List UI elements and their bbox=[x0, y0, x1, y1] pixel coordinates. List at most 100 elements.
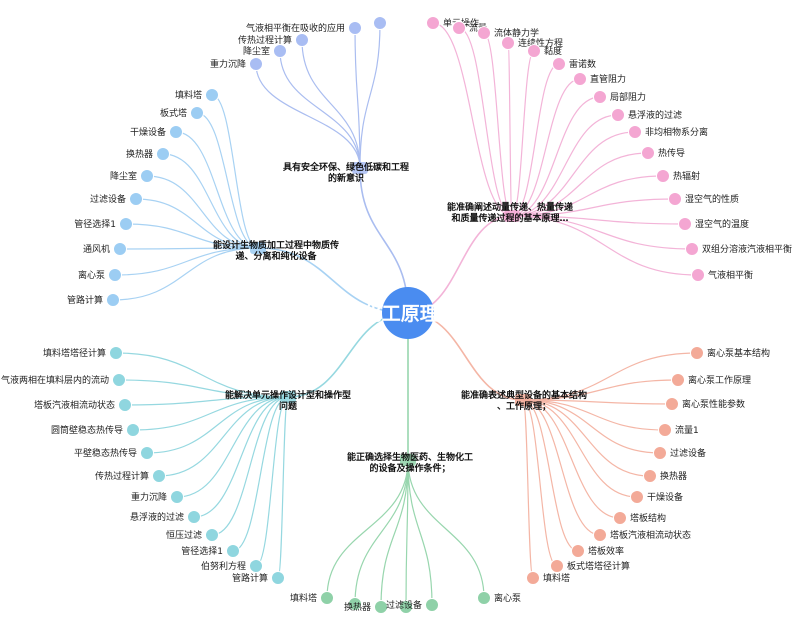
leaf-node[interactable]: 填料塔 bbox=[175, 88, 219, 102]
leaf-connector bbox=[115, 352, 289, 398]
leaf-node-dot bbox=[477, 26, 491, 40]
leaf-node[interactable] bbox=[399, 600, 413, 614]
leaf-node-label: 湿空气的温度 bbox=[695, 218, 749, 230]
leaf-node[interactable]: 平壁稳态热传导 bbox=[74, 446, 154, 460]
leaf-node[interactable]: 降尘室 bbox=[243, 44, 287, 58]
branch-node[interactable]: 能准确表述典型设备的基本结构、工作原理； bbox=[461, 389, 587, 412]
leaf-node[interactable]: 重力沉降 bbox=[131, 490, 184, 504]
leaf-node[interactable]: 气液两相在填料层内的流动 bbox=[1, 373, 126, 387]
leaf-node[interactable]: 气液相平衡在吸收的应用 bbox=[246, 21, 362, 35]
leaf-node-label: 填料塔 bbox=[290, 592, 317, 604]
leaf-node[interactable]: 换热器 bbox=[643, 469, 688, 483]
leaf-node[interactable]: 填料塔 bbox=[290, 591, 334, 605]
leaf-node[interactable]: 传热过程计算 bbox=[95, 469, 166, 483]
leaf-connector bbox=[118, 379, 289, 398]
leaf-node[interactable]: 填料塔塔径计算 bbox=[43, 346, 123, 360]
leaf-node-label: 干燥设备 bbox=[647, 491, 683, 503]
leaf-node[interactable]: 伯努利方程 bbox=[201, 559, 263, 573]
leaf-node[interactable]: 传热过程计算 bbox=[238, 33, 309, 47]
leaf-connector bbox=[146, 396, 289, 454]
leaf-connector bbox=[511, 63, 560, 217]
leaf-node-dot bbox=[656, 169, 670, 183]
leaf-node-dot bbox=[152, 469, 166, 483]
leaf-node[interactable]: 管路计算 bbox=[67, 293, 120, 307]
leaf-node[interactable]: 局部阻力 bbox=[593, 90, 647, 104]
leaf-node[interactable]: 过滤设备 bbox=[653, 446, 707, 460]
leaf-node[interactable]: 黏度 bbox=[527, 44, 563, 58]
leaf-node-label: 离心泵 bbox=[78, 269, 105, 281]
leaf-node[interactable]: 降尘室 bbox=[110, 169, 154, 183]
leaf-node[interactable]: 板式塔塔径计算 bbox=[550, 559, 631, 573]
leaf-connector bbox=[511, 215, 686, 225]
leaf-node[interactable]: 离心泵基本结构 bbox=[690, 346, 771, 360]
leaf-node[interactable]: 双组分溶液汽液相平衡 bbox=[685, 242, 793, 256]
leaf-node[interactable]: 干燥设备 bbox=[630, 490, 684, 504]
leaf-node[interactable]: 流体静力学 bbox=[477, 26, 540, 40]
mind-map-nodes: 重力沉降降尘室传热过程计算气液相平衡在吸收的应用具有安全环保、绿色低碳和工程的新… bbox=[1, 16, 793, 614]
leaf-node[interactable]: 圆筒壁稳态热传导 bbox=[51, 423, 140, 437]
leaf-node[interactable]: 板式塔 bbox=[160, 106, 204, 120]
branch-node[interactable]: 能准确阐述动量传递、热量传递和质量传递过程的基本原理… bbox=[447, 201, 573, 224]
leaf-connector bbox=[211, 94, 259, 249]
leaf-connector bbox=[407, 459, 433, 606]
root-node[interactable]: 化工原理B bbox=[363, 287, 453, 339]
leaf-node[interactable]: 塔板结构 bbox=[613, 511, 667, 525]
leaf-node[interactable]: 湿空气的温度 bbox=[678, 217, 750, 231]
leaf-node[interactable]: 干燥设备 bbox=[130, 125, 183, 139]
leaf-connector bbox=[158, 396, 289, 477]
leaf-node[interactable]: 塔板汽液相流动状态 bbox=[34, 398, 132, 412]
leaf-node-label: 换热器 bbox=[344, 601, 371, 613]
leaf-node[interactable]: 悬浮液的过滤 bbox=[130, 510, 201, 524]
leaf-node[interactable]: 换热器 bbox=[344, 600, 388, 614]
leaf-node[interactable] bbox=[348, 597, 362, 611]
leaf-node[interactable]: 直管阻力 bbox=[573, 72, 627, 86]
leaf-node[interactable]: 气液相平衡 bbox=[691, 268, 754, 282]
leaf-node[interactable]: 流量1 bbox=[658, 423, 699, 437]
leaf-node[interactable]: 热辐射 bbox=[656, 169, 701, 183]
leaf-node[interactable]: 过滤设备 bbox=[386, 598, 439, 612]
leaf-connector bbox=[511, 152, 649, 217]
leaf-node[interactable]: 管径选择1 bbox=[74, 217, 133, 231]
leaf-node[interactable]: 雷诺数 bbox=[552, 57, 597, 71]
leaf-connector bbox=[380, 459, 409, 608]
leaf-node[interactable]: 重力沉降 bbox=[210, 57, 263, 71]
leaf-node[interactable]: 恒压过滤 bbox=[166, 528, 219, 542]
leaf-node[interactable]: 管径选择1 bbox=[181, 544, 240, 558]
leaf-node-dot bbox=[477, 591, 491, 605]
leaf-node[interactable]: 热传导 bbox=[641, 146, 686, 160]
leaf-node-label: 管路计算 bbox=[67, 294, 103, 306]
leaf-connector bbox=[301, 39, 361, 169]
leaf-node-label: 塔板汽液相流动状态 bbox=[610, 529, 691, 541]
leaf-node[interactable]: 悬浮液的过滤 bbox=[611, 108, 683, 122]
leaf-node[interactable]: 湿空气的性质 bbox=[668, 192, 740, 206]
leaf-node-dot bbox=[170, 490, 184, 504]
leaf-node[interactable]: 离心泵 bbox=[78, 268, 122, 282]
leaf-connector bbox=[255, 396, 289, 567]
leaf-node[interactable]: 管路计算 bbox=[232, 571, 285, 585]
leaf-node-label: 通风机 bbox=[83, 243, 110, 255]
leaf-node[interactable]: 离心泵 bbox=[477, 591, 522, 605]
leaf-node-dot bbox=[374, 600, 388, 614]
leaf-node[interactable] bbox=[373, 16, 387, 30]
leaf-connector bbox=[146, 175, 259, 249]
leaf-node[interactable]: 通风机 bbox=[83, 242, 127, 256]
leaf-node[interactable]: 离心泵工作原理 bbox=[671, 373, 752, 387]
leaf-node[interactable]: 塔板效率 bbox=[571, 544, 625, 558]
leaf-connector bbox=[354, 459, 409, 605]
leaf-node-dot bbox=[593, 528, 607, 542]
leaf-node[interactable]: 填料塔 bbox=[526, 571, 571, 585]
leaf-node[interactable]: 非均相物系分离 bbox=[628, 125, 709, 139]
leaf-node-dot bbox=[690, 346, 704, 360]
leaf-node[interactable]: 离心泵性能参数 bbox=[665, 397, 746, 411]
leaf-node[interactable]: 塔板汽液相流动状态 bbox=[593, 528, 692, 542]
leaf-node-dot bbox=[668, 192, 682, 206]
leaf-connector bbox=[522, 399, 638, 498]
leaf-node-label: 管径选择1 bbox=[181, 545, 223, 557]
leaf-connector bbox=[458, 27, 513, 217]
leaf-node[interactable]: 换热器 bbox=[126, 147, 170, 161]
leaf-node[interactable]: 过滤设备 bbox=[90, 192, 143, 206]
